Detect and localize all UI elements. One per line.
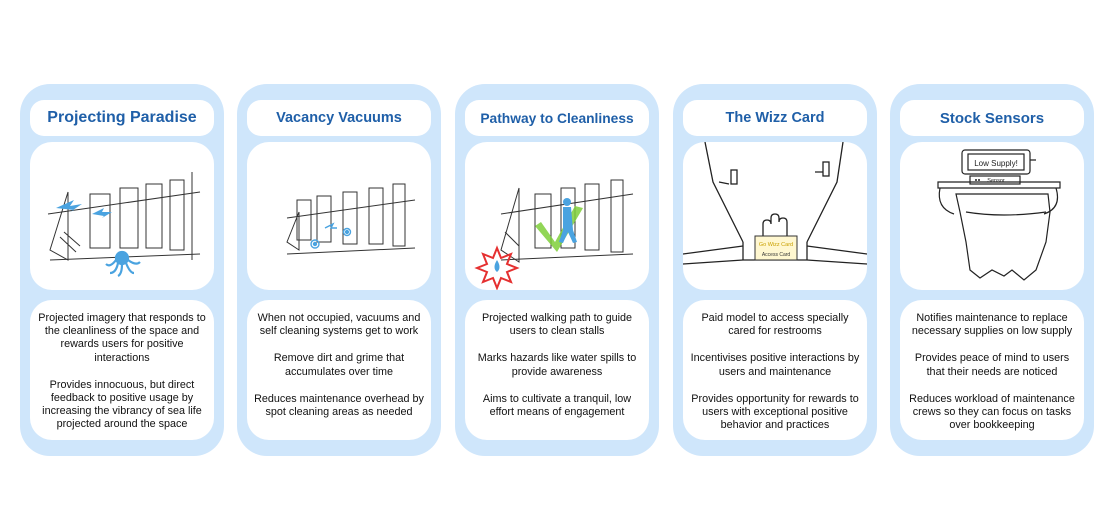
restroom-sketch-vacuums <box>286 183 416 255</box>
card-paragraph: Projected walking path to guide users to… <box>481 312 633 338</box>
card-illustration <box>465 142 649 290</box>
card-paragraph: Projected imagery that responds to the c… <box>38 312 206 364</box>
card-description: Paid model to access specially cared for… <box>683 300 867 440</box>
card-paragraph: Paid model to access specially cared for… <box>701 312 849 338</box>
card-illustration <box>247 142 431 290</box>
access-card-sketch: Go Wizz Card Access Card <box>683 142 867 265</box>
card-text-top: Go Wizz Card <box>759 242 793 248</box>
card-paragraph: When not occupied, vacuums and self clea… <box>257 312 421 338</box>
toilet-paper-sensor-sketch: Low Supply! Sensor <box>937 149 1061 281</box>
card-stock-sensors: Stock Sensors Low Supply! Sensor Notifie… <box>890 84 1094 456</box>
card-illustration: Low Supply! Sensor <box>900 142 1084 290</box>
card-projecting-paradise: Projecting Paradise <box>20 84 224 456</box>
card-description: Notifies maintenance to replace necessar… <box>900 300 1084 440</box>
card-title: Projecting Paradise <box>30 100 214 136</box>
card-description: Projected walking path to guide users to… <box>465 300 649 440</box>
card-text-bottom: Access Card <box>762 252 791 258</box>
card-paragraph: Incentivises positive interactions by us… <box>690 352 860 378</box>
screen-text: Low Supply! <box>974 159 1018 168</box>
card-description: When not occupied, vacuums and self clea… <box>247 300 431 440</box>
card-description: Projected imagery that responds to the c… <box>30 300 214 440</box>
card-paragraph: Provides opportunity for rewards to user… <box>691 392 859 432</box>
card-title: Vacancy Vacuums <box>247 100 431 136</box>
card-paragraph: Provides innocuous, but direct feedback … <box>42 378 202 431</box>
card-paragraph: Reduces maintenance overhead by spot cle… <box>254 392 424 419</box>
restroom-sketch-projection <box>47 172 201 277</box>
card-paragraph: Marks hazards like water spills to provi… <box>477 352 637 378</box>
card-the-wizz-card: The Wizz Card Go Wizz Card Access Card P… <box>673 84 877 456</box>
card-pathway-to-cleanliness: Pathway to Cleanliness Projected walki <box>455 84 659 456</box>
card-title: Stock Sensors <box>900 100 1084 136</box>
card-paragraph: Notifies maintenance to replace necessar… <box>911 312 1073 338</box>
restroom-sketch-pathway <box>474 179 634 290</box>
card-paragraph: Provides peace of mind to users that the… <box>914 352 1070 378</box>
card-title: The Wizz Card <box>683 100 867 136</box>
card-paragraph: Reduces workload of maintenance crews so… <box>909 392 1075 432</box>
card-paragraph: Remove dirt and grime that accumulates o… <box>273 352 405 378</box>
card-paragraph: Aims to cultivate a tranquil, low effort… <box>482 392 632 419</box>
sensor-text: Sensor <box>987 178 1005 184</box>
card-title: Pathway to Cleanliness <box>465 100 649 136</box>
card-illustration: Go Wizz Card Access Card <box>683 142 867 290</box>
card-vacancy-vacuums: Vacancy Vacuums When not occupie <box>237 84 441 456</box>
card-illustration <box>30 142 214 290</box>
